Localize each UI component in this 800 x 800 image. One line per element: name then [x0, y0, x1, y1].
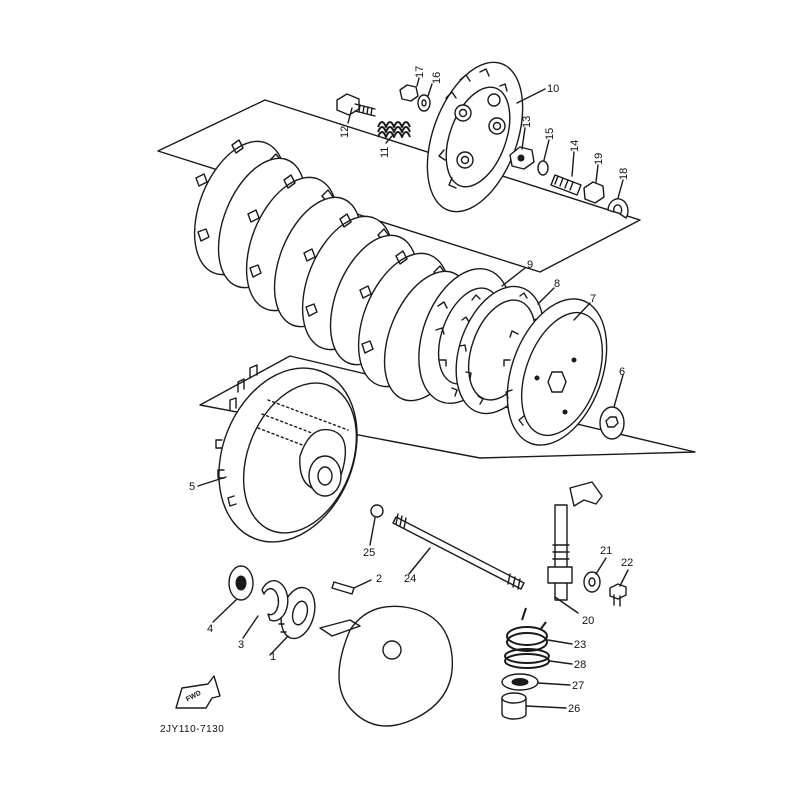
- callout-6: 6: [619, 366, 625, 378]
- push-plate: [509, 146, 535, 170]
- washer: [417, 94, 431, 112]
- callout-11: 11: [379, 147, 391, 158]
- callout-14: 14: [569, 140, 581, 152]
- hub-lock-washer: [599, 406, 625, 440]
- callout-20: 20: [582, 615, 594, 627]
- drawing-code: 2JY110-7130: [160, 724, 224, 735]
- callout-26: 26: [568, 703, 580, 715]
- callout-labels: 1 2 3 4 5 6 7 8 9 10 11 12 13 14 15 16 1…: [189, 66, 633, 715]
- adjusting-screw: [550, 174, 582, 196]
- clutch-spring: [377, 121, 411, 138]
- collar: [501, 692, 527, 720]
- middle-assembly-box: [199, 355, 696, 459]
- friction-plate-stack: [193, 139, 473, 402]
- clutch-housing: [215, 364, 358, 543]
- callout-28: 28: [574, 659, 586, 671]
- callout-1: 1: [270, 651, 276, 663]
- callout-7: 7: [590, 293, 596, 305]
- bolt: [609, 583, 627, 607]
- fwd-arrow-icon: FWD: [175, 675, 221, 709]
- push-rod: [392, 513, 525, 590]
- callout-19: 19: [593, 153, 605, 165]
- return-spring: [506, 607, 548, 652]
- circlip: [261, 580, 289, 622]
- callout-23: 23: [574, 639, 586, 651]
- callout-25: 25: [363, 547, 375, 559]
- callout-17: 17: [414, 66, 426, 78]
- woodruff-key: [331, 581, 355, 595]
- leader-lines: [197, 77, 629, 709]
- callout-4: 4: [207, 623, 213, 635]
- push-lever-shaft: [547, 481, 603, 601]
- crankshaft-outline: [319, 605, 454, 727]
- o-ring: [537, 160, 549, 176]
- callout-24: 24: [404, 573, 416, 585]
- primary-drive-gear: [276, 586, 316, 640]
- callout-18: 18: [618, 168, 630, 180]
- spring-bolt: [336, 93, 376, 117]
- upper-assembly-box: [157, 99, 641, 273]
- callout-8: 8: [554, 278, 560, 290]
- callout-21: 21: [600, 545, 612, 557]
- coil-spring: [504, 648, 550, 669]
- callout-13: 13: [521, 116, 533, 128]
- callout-5: 5: [189, 481, 195, 493]
- callout-2: 2: [376, 573, 382, 585]
- callout-3: 3: [238, 639, 244, 651]
- oil-seal: [583, 571, 601, 593]
- callout-12: 12: [339, 126, 351, 138]
- callout-27: 27: [572, 680, 584, 692]
- lock-nut: [583, 181, 605, 204]
- lock-washer: [607, 198, 629, 219]
- callout-10: 10: [547, 83, 559, 95]
- nut: [399, 84, 419, 102]
- clutch-boss: [503, 298, 608, 446]
- callout-16: 16: [431, 72, 443, 84]
- thrust-washer: [228, 565, 254, 601]
- ball: [370, 504, 384, 518]
- pressure-plate: [426, 61, 524, 213]
- bearing: [501, 673, 539, 691]
- callout-9: 9: [527, 259, 533, 271]
- callout-22: 22: [621, 557, 633, 569]
- callout-15: 15: [544, 128, 556, 140]
